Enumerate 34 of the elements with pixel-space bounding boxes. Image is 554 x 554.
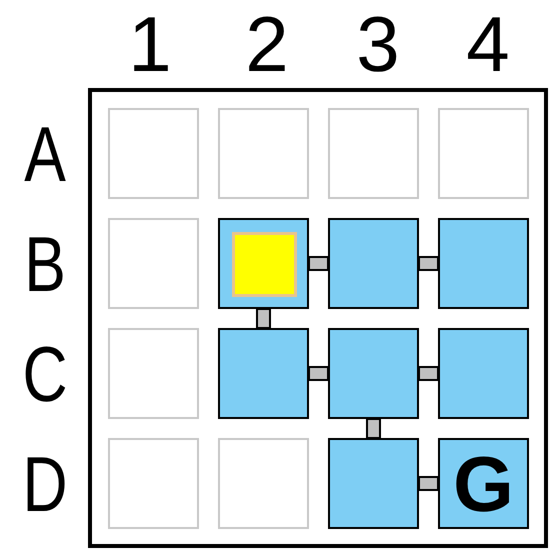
filled-cell (328, 438, 419, 529)
filled-cell (328, 328, 419, 419)
connector-bar (308, 366, 329, 381)
cell-letter: G (453, 444, 514, 522)
empty-cell (328, 108, 419, 199)
column-number: 1 (127, 5, 173, 83)
empty-cell (438, 108, 529, 199)
row-letter: A (23, 115, 67, 193)
empty-cell (218, 438, 309, 529)
grid-frame (88, 88, 548, 548)
column-number: 4 (465, 5, 511, 83)
empty-cell (108, 108, 199, 199)
row-letter: D (21, 445, 69, 523)
connector-bar (418, 366, 439, 381)
empty-cell (108, 438, 199, 529)
filled-cell (218, 218, 309, 309)
square-marker (232, 232, 297, 297)
connector-bar (418, 256, 439, 271)
empty-cell (108, 218, 199, 309)
row-letter: C (21, 335, 69, 413)
empty-cell (218, 108, 309, 199)
empty-cell (108, 328, 199, 419)
filled-cell (438, 218, 529, 309)
connector-bar (256, 308, 271, 329)
row-letter: B (23, 225, 67, 303)
column-number: 2 (244, 5, 290, 83)
column-number: 3 (355, 5, 401, 83)
filled-cell (328, 218, 419, 309)
connector-bar (418, 476, 439, 491)
filled-cell (438, 328, 529, 419)
filled-cell (218, 328, 309, 419)
connector-bar (366, 418, 381, 439)
connector-bar (308, 256, 329, 271)
filled-cell (438, 438, 529, 529)
